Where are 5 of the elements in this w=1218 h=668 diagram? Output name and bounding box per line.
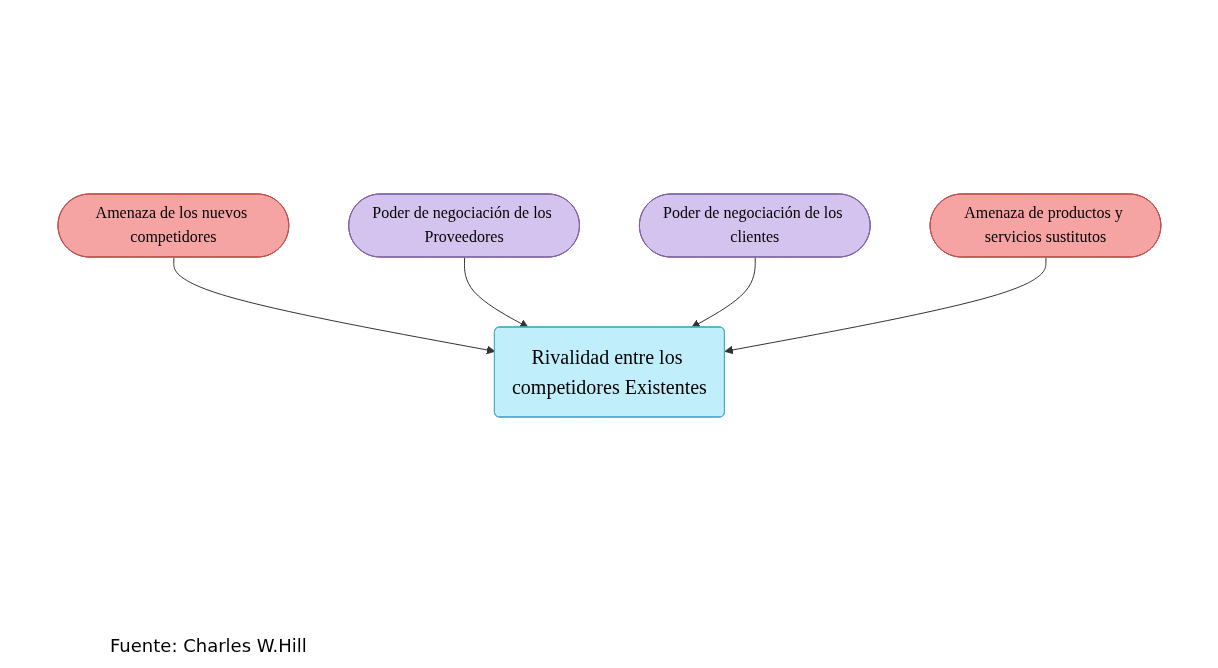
arrow [172, 256, 495, 354]
source-caption: Fuente: Charles W.Hill [110, 635, 307, 656]
arrow [690, 256, 756, 328]
arrow [463, 256, 529, 328]
arrow [724, 256, 1047, 354]
